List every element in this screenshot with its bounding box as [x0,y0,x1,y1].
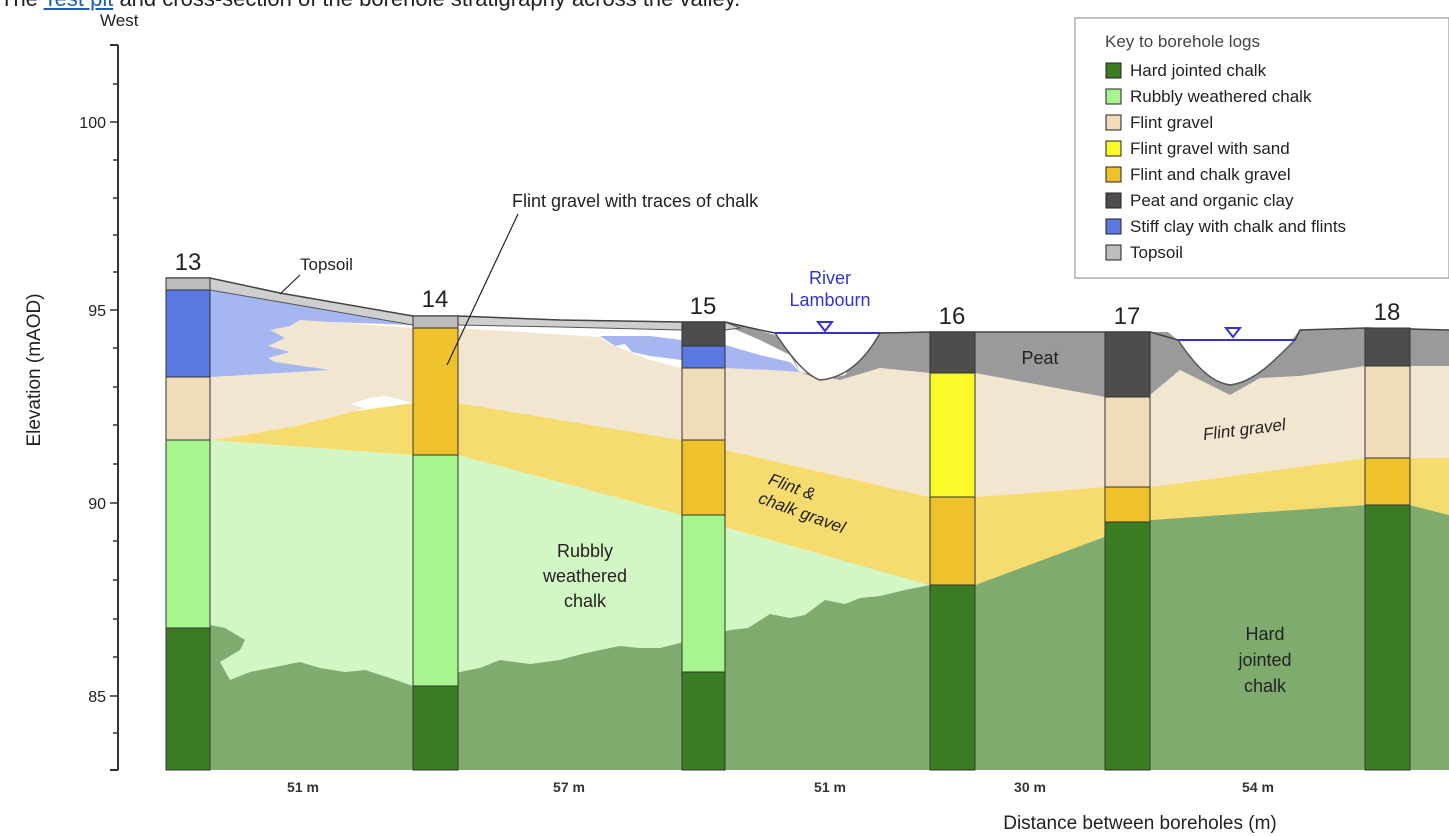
legend-title: Key to borehole logs [1105,32,1260,51]
legend-swatch-rubbly-weathered-chalk [1105,88,1122,105]
legend-label-hard-jointed-chalk: Hard jointed chalk [1130,61,1267,80]
rubbly-label-line3: chalk [564,591,607,611]
legend-label-flint-gravel: Flint gravel [1130,113,1213,132]
legend-swatch-flint-gravel-with-sand [1105,140,1122,157]
x-axis-title: Distance between boreholes (m) [1003,813,1277,834]
distance-17-18: 54 m [1242,779,1274,795]
flint-chalk-gravel-field [210,403,1449,585]
river-lambourn-channel [773,332,882,381]
rubbly-label-line2: weathered [542,566,627,586]
legend-label-flint-and-chalk-gravel: Flint and chalk gravel [1130,165,1291,184]
y-tick-100: 100 [79,115,106,132]
legend-swatch-hard-jointed-chalk [1105,62,1122,79]
borehole-number-15: 15 [690,293,717,320]
borehole-number-13: 13 [175,249,202,276]
legend-swatch-stiff-clay [1105,218,1122,235]
rubbly-chalk-field [166,440,930,686]
distance-16-17: 30 m [1014,779,1046,795]
borehole-number-16: 16 [939,303,966,330]
borehole-14-log [412,315,459,771]
caption-suffix: and cross-section of the borehole strati… [113,0,740,11]
y-tick-85: 85 [88,689,106,706]
distance-15-16: 51 m [814,779,846,795]
legend-swatch-peat-and-organic-clay [1105,192,1122,209]
test-pit-link[interactable]: Test pit [44,0,114,11]
borehole-13-log [165,277,211,771]
caption-prefix: The [0,0,44,11]
water-level-symbol-left [815,321,835,333]
legend-label-flint-gravel-with-sand: Flint gravel with sand [1130,139,1290,158]
river-label-line1: River [809,268,851,288]
caption-top-cut: The Test pit and cross-section of the bo… [0,0,740,12]
legend-box [1074,17,1449,279]
rubbly-label-line1: Rubbly [557,541,613,561]
legend-label-rubbly-weathered-chalk: Rubbly weathered chalk [1130,87,1312,106]
water-level-symbol-right [1223,327,1243,339]
legend-label-stiff-clay: Stiff clay with chalk and flints [1130,217,1346,236]
y-axis-ticks [110,83,118,734]
y-axis-title: Elevation (mAOD) [24,293,45,446]
borehole-15-log [681,321,726,771]
borehole-number-14: 14 [422,286,449,313]
flint-traces-label: Flint gravel with traces of chalk [512,191,759,211]
borehole-17-log [1104,331,1151,771]
legend-label-peat-and-organic-clay: Peat and organic clay [1130,191,1294,210]
distance-14-15: 57 m [553,779,585,795]
river-label-line2: Lambourn [789,290,870,310]
hard-chalk-label-line3: chalk [1244,676,1287,696]
peat-label: Peat [1021,348,1058,368]
river-right-channel [1176,339,1297,386]
legend-swatch-flint-gravel [1105,114,1122,131]
distance-13-14: 51 m [287,779,319,795]
stiff-clay-field-left [166,290,413,377]
ground-surface-line [166,277,1449,341]
topsoil-leader [279,274,301,295]
legend: Key to borehole logs Hard jointed chalkR… [1074,17,1449,279]
legend-swatch-flint-and-chalk-gravel [1105,166,1122,183]
borehole-number-17: 17 [1114,303,1141,330]
borehole-18-log [1364,327,1411,771]
legend-swatch-topsoil [1105,244,1122,261]
legend-label-topsoil: Topsoil [1130,243,1183,262]
hard-chalk-label-line1: Hard [1245,624,1284,644]
y-tick-95: 95 [88,303,106,320]
y-tick-90: 90 [88,496,106,513]
hard-chalk-label-line2: jointed [1237,650,1291,670]
orientation-label: West [100,11,139,30]
borehole-number-18: 18 [1374,299,1401,326]
flint-traces-leader [446,213,519,366]
borehole-16-log [929,331,976,771]
topsoil-label: Topsoil [300,255,353,274]
